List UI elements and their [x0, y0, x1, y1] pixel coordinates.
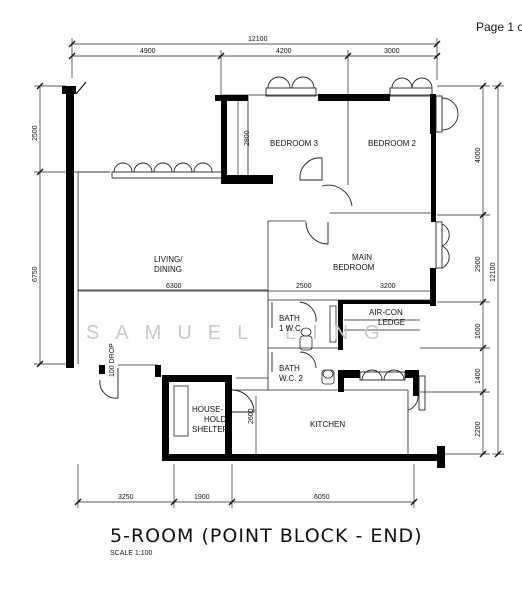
watermark: SAMUEL LING [86, 322, 396, 344]
label-main-2: BEDROOM [333, 263, 375, 272]
dimension-ticks [36, 40, 502, 506]
dim-top-3: 3000 [384, 48, 400, 55]
dim-right-total: 12100 [490, 262, 497, 282]
dim-left-2: 6750 [32, 266, 39, 282]
label-bath2-2: W.C. 2 [279, 374, 304, 383]
plan-title: 5-ROOM (POINT BLOCK - END) [110, 525, 423, 547]
dim-top-1: 4900 [140, 48, 156, 55]
label-kitchen: KITCHEN [310, 420, 345, 429]
label-shelter-2: HOLD [204, 415, 226, 424]
dim-main-width-1: 2500 [296, 283, 312, 290]
dim-right-3: 1600 [475, 323, 482, 339]
label-bath1-2: 1 W.C. [279, 324, 303, 333]
label-bath1-1: BATH [279, 314, 300, 323]
doors [99, 157, 419, 413]
page-indicator: Page 1 o [476, 20, 522, 34]
bathroom-fixtures [173, 305, 337, 437]
dim-right-5: 2200 [475, 421, 482, 437]
label-aircon-1: AIR-CON [369, 308, 403, 317]
label-bath2-1: BATH [279, 364, 300, 373]
dim-shelter-height: 2600 [248, 408, 255, 424]
dim-right-4: 1400 [475, 368, 482, 384]
dim-left-1: 2500 [32, 125, 39, 141]
label-living-1: LIVING/ [154, 255, 183, 264]
label-bedroom3: BEDROOM 3 [270, 139, 319, 148]
dim-bottom-3: 6050 [314, 494, 330, 501]
walls [62, 86, 445, 468]
label-shelter-1: HOUSE- [192, 405, 223, 414]
dimension-labels: 12100 4900 4200 3000 2500 6750 4000 2900… [32, 36, 497, 501]
wall-chamfer [75, 81, 87, 95]
dim-right-1: 4000 [475, 147, 482, 163]
label-main-1: MAIN [352, 253, 372, 262]
dim-living-width: 6300 [166, 283, 182, 290]
interior-lines [77, 94, 433, 454]
dim-bedroom3-height: 2800 [244, 130, 251, 146]
dim-bottom-1: 3250 [118, 494, 134, 501]
dim-bottom-2: 1900 [194, 494, 210, 501]
dim-main-width-2: 3200 [380, 283, 396, 290]
scale-label: SCALE 1:100 [110, 550, 153, 557]
dim-right-2: 2900 [475, 256, 482, 272]
dim-top-total: 12100 [248, 36, 268, 43]
label-aircon-2: LEDGE [378, 318, 405, 327]
label-living-2: DINING [154, 265, 182, 274]
dim-top-2: 4200 [276, 48, 292, 55]
label-drop: 100 DROP [109, 343, 116, 377]
label-bedroom2: BEDROOM 2 [368, 139, 417, 148]
label-shelter-3: SHELTER [192, 425, 229, 434]
windows [111, 76, 459, 411]
room-labels: BEDROOM 3 BEDROOM 2 LIVING/ DINING MAIN … [109, 139, 417, 434]
